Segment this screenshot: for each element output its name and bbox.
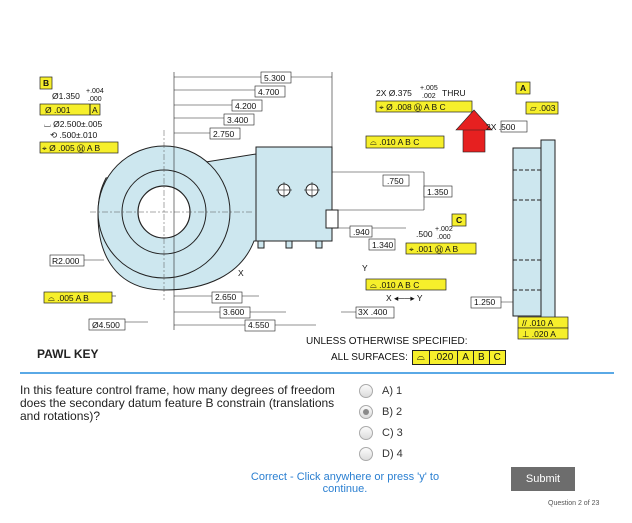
fcf-pos1: ⌖ Ø .005 Ⓜ A B xyxy=(42,143,100,153)
dia-1350: Ø1.350 xyxy=(52,91,80,101)
slot xyxy=(325,209,339,229)
question-counter: Question 2 of 23 xyxy=(548,500,600,507)
right-block xyxy=(255,146,333,242)
label-y: Y xyxy=(362,263,368,273)
option-d[interactable]: D) 4 xyxy=(359,445,403,463)
cdepth: ⟲ .500±.010 xyxy=(50,130,98,140)
option-c[interactable]: C) 3 xyxy=(359,424,403,442)
slot-dim: .500 xyxy=(416,229,433,239)
dim-r2000: R2.000 xyxy=(52,256,80,266)
divider xyxy=(20,372,614,374)
fcf-hole: ⌖ Ø .008 Ⓜ A B C xyxy=(379,102,446,112)
fcf-perp: ⊥ .020 A xyxy=(522,329,556,339)
svg-text:+.004: +.004 xyxy=(86,88,104,95)
radio-a[interactable] xyxy=(359,384,373,398)
dim-1340: 1.340 xyxy=(372,240,394,250)
dim-1250: 1.250 xyxy=(474,297,496,307)
dim-4700: 4.700 xyxy=(258,87,280,97)
svg-text:.000: .000 xyxy=(88,96,102,103)
fcf-prof2: ⌓ .010 A B C xyxy=(370,280,419,290)
drawing-title: PAWL KEY xyxy=(37,347,99,361)
dim-4550: 4.550 xyxy=(248,320,270,330)
dim-750: .750 xyxy=(387,176,404,186)
option-b-label: B) 2 xyxy=(382,406,403,418)
label-x: X xyxy=(238,268,244,278)
datum-b: B xyxy=(43,78,49,88)
dim-2750: 2.750 xyxy=(213,129,235,139)
question-text: In this feature control frame, how many … xyxy=(20,383,335,423)
option-b[interactable]: B) 2 xyxy=(359,403,402,421)
fcf-prof3: ⌓ .005 A B xyxy=(48,293,89,303)
option-d-label: D) 4 xyxy=(382,448,403,460)
dim-dia4500: Ø4.500 xyxy=(92,320,120,330)
fcf-slot: ⌖ .001 Ⓜ A B xyxy=(409,244,459,254)
unless-note: UNLESS OTHERWISE SPECIFIED: xyxy=(306,336,468,347)
svg-text:+.002: +.002 xyxy=(435,226,453,233)
option-a-label: A) 1 xyxy=(382,385,403,397)
fcf-flat: ▱ .003 xyxy=(530,103,556,113)
radio-b[interactable] xyxy=(359,405,373,419)
svg-text:.000: .000 xyxy=(437,234,451,241)
dim-3400: 3.400 xyxy=(227,115,249,125)
option-c-label: C) 3 xyxy=(382,427,403,439)
cbore: ⌴ Ø2.500±.005 xyxy=(44,119,103,129)
dim-3x400: 3X .400 xyxy=(358,307,388,317)
svg-text:THRU: THRU xyxy=(442,88,466,98)
dim-2x500: 2X .500 xyxy=(486,122,516,132)
fcf-prof1: ⌓ .010 A B C xyxy=(370,137,419,147)
fcf-b-sym: Ø .001 xyxy=(45,105,71,115)
side-view xyxy=(512,147,542,317)
dim-2650: 2.650 xyxy=(215,292,237,302)
dim-940: .940 xyxy=(353,227,370,237)
dim-3600: 3.600 xyxy=(223,307,245,317)
all-surfaces-note: ALL SURFACES: ⌓ .020 A B C xyxy=(331,350,506,365)
all-surfaces-fcf: ⌓ .020 A B C xyxy=(411,350,506,365)
dim-5300: 5.300 xyxy=(264,73,286,83)
datum-c: C xyxy=(456,215,462,225)
feedback-message[interactable]: Correct - Click anywhere or press 'y' to… xyxy=(250,471,440,495)
pawl-key-drawing: 5.300 4.700 4.200 3.400 2.750 .750 1.350… xyxy=(39,71,569,340)
datum-a: A xyxy=(520,83,526,93)
hole-note: 2X Ø.375 xyxy=(376,88,412,98)
fcf-par: // .010 A xyxy=(522,318,554,328)
radio-d[interactable] xyxy=(359,447,373,461)
svg-text:A: A xyxy=(92,105,98,115)
dim-1350: 1.350 xyxy=(427,187,449,197)
svg-text:.002: .002 xyxy=(422,93,436,100)
submit-button[interactable]: Submit xyxy=(511,467,575,491)
dim-4200: 4.200 xyxy=(235,101,257,111)
option-a[interactable]: A) 1 xyxy=(359,382,402,400)
radio-c[interactable] xyxy=(359,426,373,440)
xy-arrow: X ◂──▸ Y xyxy=(386,293,423,303)
svg-text:+.005: +.005 xyxy=(420,85,438,92)
